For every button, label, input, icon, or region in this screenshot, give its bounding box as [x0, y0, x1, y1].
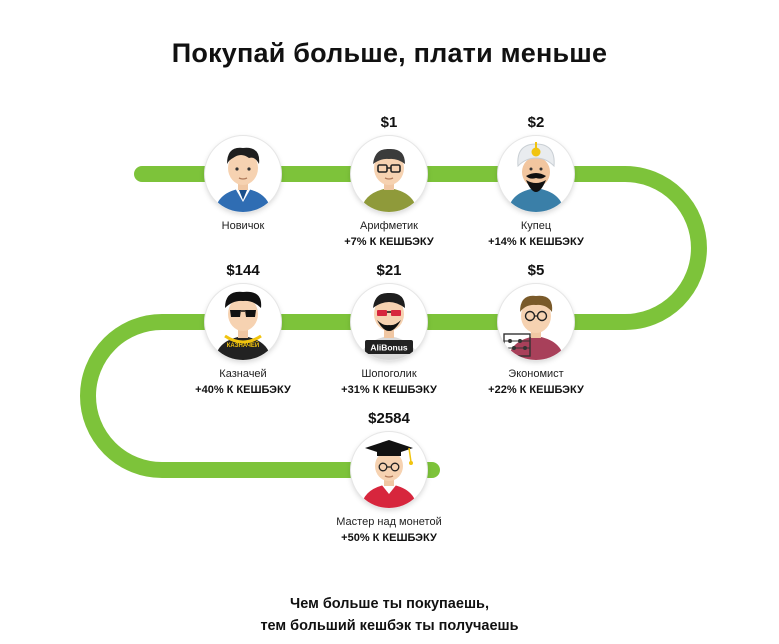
level-price: $2 — [527, 114, 545, 131]
level-price: $5 — [527, 262, 545, 279]
level-bonus: +7% К КЕШБЭКУ — [344, 236, 434, 248]
footer-line-2: тем больший кешбэк ты получаешь — [260, 618, 519, 634]
level-name: Новичок — [221, 220, 265, 232]
level-bonus: +22% К КЕШБЭКУ — [488, 384, 584, 396]
level-price: $1 — [380, 114, 398, 131]
footer-line-1: Чем больше ты покупаешь, — [290, 596, 489, 612]
level-name: Экономист — [508, 368, 564, 380]
level-bonus: +40% К КЕШБЭКУ — [195, 384, 291, 396]
shopaholic-avatar-icon: AliBonus — [351, 284, 427, 360]
arithmetician-avatar-icon — [351, 136, 427, 212]
level-name: Казначей — [219, 368, 267, 380]
economist-avatar-icon — [498, 284, 574, 360]
level-price: $144 — [226, 262, 260, 279]
page-title: Покупай больше, плати меньше — [171, 38, 608, 68]
level-name: Купец — [520, 220, 552, 232]
footer-caption: Чем больше ты покупаешь, тем больший кеш… — [0, 593, 779, 637]
level-name: Шопоголик — [361, 368, 417, 380]
level-bonus: +50% К КЕШБЭКУ — [341, 532, 437, 544]
level-bonus: +31% К КЕШБЭКУ — [341, 384, 437, 396]
treasurer-badge: КАЗНАЧЕЙ — [227, 341, 260, 349]
level-bonus: +14% К КЕШБЭКУ — [488, 236, 584, 248]
merchant-avatar-icon — [498, 136, 574, 212]
level-name: Мастер над монетой — [336, 516, 442, 528]
level-price: $21 — [376, 262, 402, 279]
level-name: Арифметик — [360, 220, 418, 232]
treasurer-avatar-icon: КАЗНАЧЕЙ — [205, 284, 281, 360]
level-price: $2584 — [368, 410, 410, 427]
master-of-coin-avatar-icon — [351, 432, 427, 508]
newbie-avatar-icon — [205, 136, 281, 212]
shopaholic-badge: AliBonus — [370, 343, 408, 353]
